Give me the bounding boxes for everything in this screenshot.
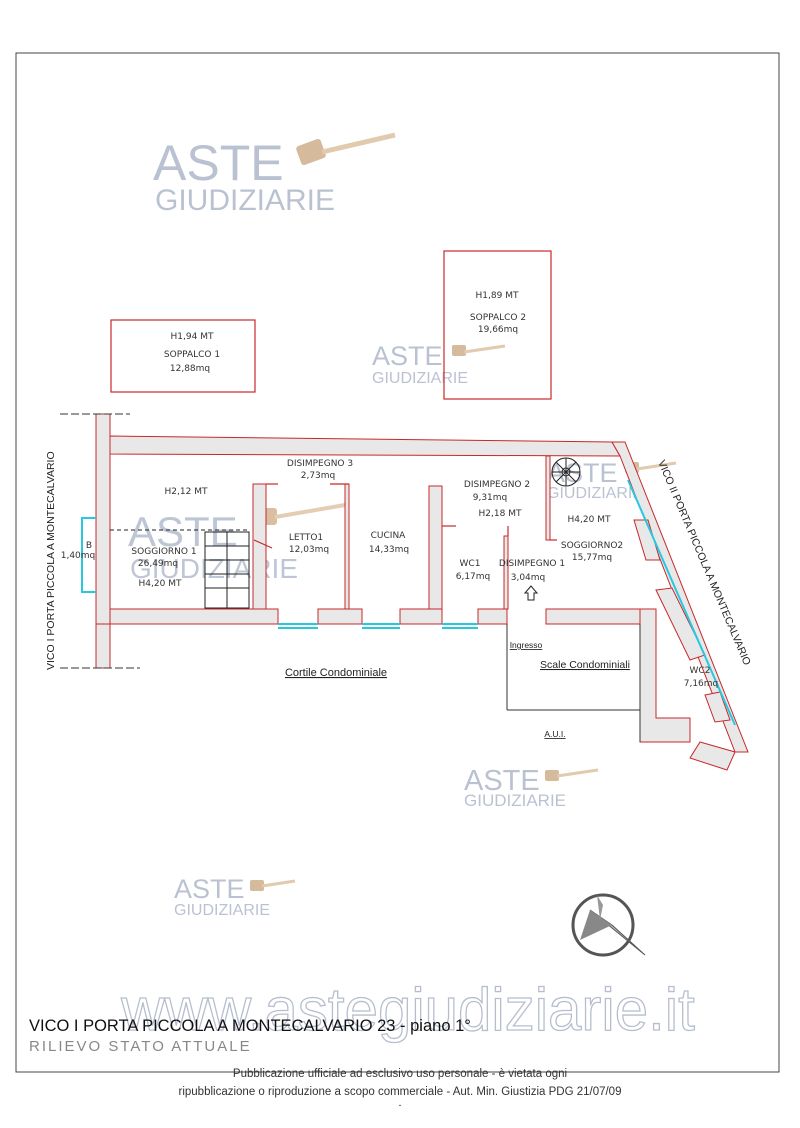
- soggiorno2-area: 15,77mq: [572, 553, 612, 563]
- watermark-brand-top: ASTE: [153, 135, 284, 191]
- soggiorno2-height: H4,20 MT: [568, 515, 611, 525]
- title-address: VICO I PORTA PICCOLA A MONTECALVARIO 23 …: [29, 1017, 471, 1035]
- title-subtitle: RILIEVO STATO ATTUALE: [29, 1038, 252, 1055]
- cortile-label: Cortile Condominiale: [285, 667, 387, 679]
- room-labels: H1,94 MT SOPPALCO 1 12,88mq H1,89 MT SOP…: [61, 291, 719, 689]
- watermark-brand-top: ASTE: [464, 765, 540, 797]
- watermark-brand-bottom: GIUDIZIARIE: [155, 184, 335, 217]
- balcone-name: B: [86, 541, 92, 551]
- disimpegno3-area: 2,73mq: [301, 471, 336, 481]
- watermark-brand-bottom: GIUDIZIARIE: [372, 370, 468, 387]
- wc1-name: WC1: [460, 559, 481, 569]
- footer-line-2: ripubblicazione o riproduzione a scopo c…: [178, 1086, 622, 1098]
- watermark-lower-left: ASTE GIUDIZIARIE: [174, 874, 296, 919]
- soppalco1-area: 12,88mq: [170, 364, 210, 374]
- disimpegno2-height: H2,18 MT: [479, 509, 522, 519]
- street-left-label: VICO I PORTA PICCOLA A MONTECALVARIO: [45, 451, 57, 670]
- wc2-name: WC2: [690, 666, 711, 676]
- disimpegno2-area: 9,31mq: [473, 493, 508, 503]
- gavel-icon: [545, 768, 599, 781]
- landing-lines: [60, 413, 641, 742]
- windows: [81, 479, 736, 726]
- watermark-mid: ASTE GIUDIZIARIE: [372, 341, 506, 387]
- wc1-area: 6,17mq: [456, 572, 491, 582]
- soppalco1-height: H1,94 MT: [171, 332, 214, 342]
- scale-label: Scale Condominiali: [540, 659, 630, 671]
- soggiorno1-height-upper: H2,12 MT: [165, 487, 208, 497]
- disimpegno2-name: DISIMPEGNO 2: [464, 480, 530, 490]
- watermark-brand-top: ASTE: [547, 458, 618, 488]
- soppalco2-height: H1,89 MT: [476, 291, 519, 301]
- disimpegno3-name: DISIMPEGNO 3: [287, 459, 353, 469]
- footer-line-1: Pubblicazione ufficiale ad esclusivo uso…: [232, 1068, 568, 1080]
- watermark-brand-top: ASTE: [174, 874, 245, 904]
- balcone-area: 1,40mq: [61, 551, 96, 561]
- gavel-icon: [296, 132, 396, 165]
- watermark-brand-bottom: GIUDIZIARIE: [130, 553, 298, 584]
- soggiorno1-height: H4,20 MT: [139, 579, 182, 589]
- soppalco2-area: 19,66mq: [478, 325, 518, 335]
- disimpegno1-area: 3,04mq: [511, 573, 546, 583]
- soppalco-2-outline: [443, 250, 552, 400]
- watermark-brand-top: ASTE: [372, 341, 443, 371]
- north-arrow-icon: [571, 893, 646, 957]
- letto1-area: 12,03mq: [289, 545, 329, 555]
- doors: [253, 483, 557, 549]
- soggiorno2-name: SOGGIORNO2: [561, 541, 623, 551]
- entrance-arrow-icon: [523, 585, 539, 601]
- watermark-brand-bottom: GIUDIZIARIE: [547, 485, 643, 502]
- site-watermark: www.astegiudiziarie.it: [120, 976, 695, 1043]
- drawing-frame: [15, 52, 780, 1073]
- watermark-large: ASTE GIUDIZIARIE: [153, 132, 396, 217]
- gavel-icon: [255, 503, 346, 525]
- gavel-icon: [250, 879, 296, 891]
- footer-mark: -: [398, 1100, 402, 1110]
- soppalco1-name: SOPPALCO 1: [164, 350, 220, 360]
- cucina-name: CUCINA: [371, 531, 407, 541]
- watermark-lower-right: ASTE GIUDIZIARIE: [464, 765, 599, 810]
- ingresso-label: Ingresso: [510, 640, 543, 650]
- interior-stair: [110, 529, 250, 609]
- spiral-stair-icon: [551, 457, 581, 487]
- wc2-area: 7,16mq: [684, 679, 719, 689]
- soppalco-1-outline: [110, 319, 256, 393]
- aui-label: A.U.I.: [544, 729, 565, 739]
- disimpegno1-name: DISIMPEGNO 1: [499, 559, 565, 569]
- watermark-brand-bottom: GIUDIZIARIE: [464, 791, 566, 810]
- soppalco2-name: SOPPALCO 2: [470, 313, 526, 323]
- soggiorno1-area: 26,49mq: [138, 559, 178, 569]
- cucina-area: 14,33mq: [369, 545, 409, 555]
- gavel-icon: [452, 344, 506, 356]
- watermark-brand-bottom: GIUDIZIARIE: [174, 902, 270, 919]
- letto1-name: LETTO1: [289, 533, 323, 543]
- watermark-right: ASTE GIUDIZIARIE: [547, 458, 677, 502]
- soggiorno1-name: SOGGIORNO 1: [131, 547, 196, 557]
